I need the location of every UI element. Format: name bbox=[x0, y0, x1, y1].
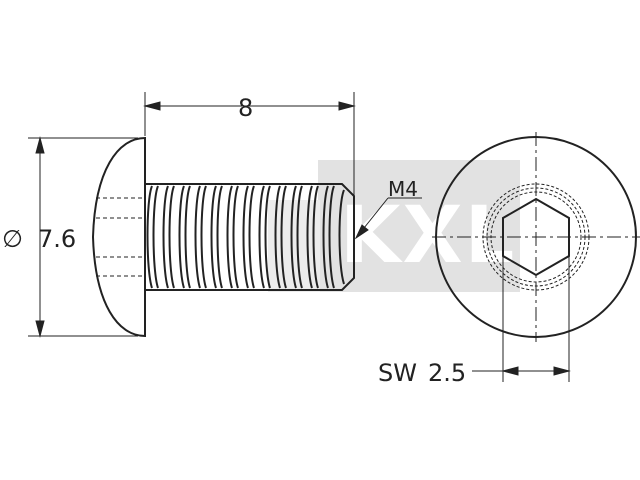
thread-lines bbox=[146, 185, 345, 289]
diameter-symbol: ∅ bbox=[2, 225, 23, 253]
end-view bbox=[432, 132, 640, 382]
side-view bbox=[28, 92, 422, 338]
thread-circle-mid bbox=[486, 187, 586, 287]
length-label: 8 bbox=[238, 94, 253, 122]
watermark: KXL bbox=[268, 160, 520, 292]
watermark-box bbox=[318, 160, 520, 292]
thread-label: M4 bbox=[388, 177, 418, 201]
diameter-label: 7.6 bbox=[38, 225, 76, 253]
center-lines bbox=[432, 132, 640, 342]
wrench-prefix: SW bbox=[378, 359, 417, 387]
wrench-size-dimension bbox=[472, 218, 571, 382]
screw-head bbox=[91, 136, 146, 338]
head-socket-hidden-lines bbox=[96, 197, 145, 277]
thread-leader bbox=[354, 197, 422, 240]
thread-circle-outer bbox=[482, 183, 590, 291]
thread-circle-inner bbox=[490, 191, 582, 283]
wrench-label: 2.5 bbox=[428, 359, 466, 387]
diameter-dimension bbox=[28, 136, 138, 338]
length-dimension bbox=[143, 92, 356, 240]
watermark-text: KXL bbox=[340, 191, 516, 281]
